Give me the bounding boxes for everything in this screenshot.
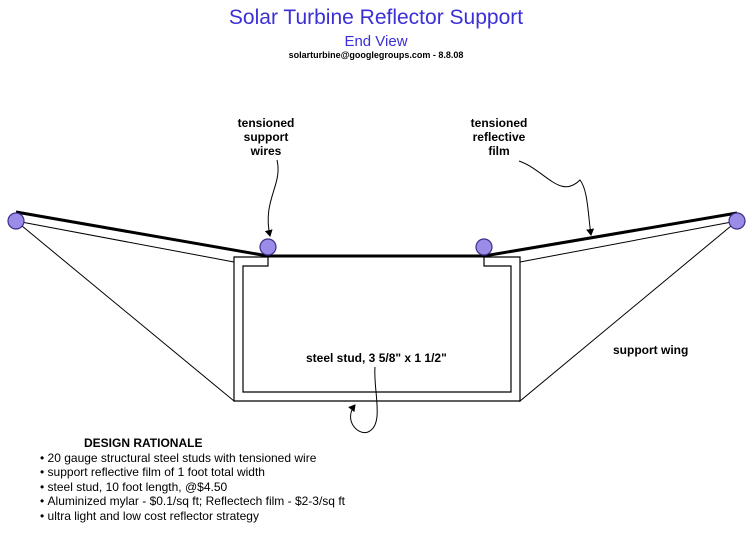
reflective-film-arrow xyxy=(518,160,595,236)
left-wing-top-edge xyxy=(15,220,235,263)
rationale-item: Aluminized mylar - $0.1/sq ft; Reflectec… xyxy=(40,494,345,508)
rationale-title: DESIGN RATIONALE xyxy=(84,436,203,450)
rationale-item: ultra light and low cost reflector strat… xyxy=(40,509,345,523)
support-wing-label: support wing xyxy=(613,343,689,357)
reflective-film-label: tensioned reflective film xyxy=(470,116,528,158)
left-inner-wire xyxy=(259,238,277,256)
support-wires-label: tensioned support wires xyxy=(237,116,295,158)
reflective-film xyxy=(15,210,738,258)
left-outer-wire xyxy=(7,212,25,230)
rationale-item: 20 gauge structural steel studs with ten… xyxy=(40,451,345,465)
steel-stud-outer xyxy=(233,256,521,402)
rationale-item: steel stud, 10 foot length, @$4.50 xyxy=(40,480,345,494)
left-support-wing xyxy=(15,220,235,403)
steel-stud-arrow xyxy=(348,366,378,434)
right-inner-wire xyxy=(475,238,493,256)
support-wires-arrow xyxy=(264,159,279,237)
rationale-list: 20 gauge structural steel studs with ten… xyxy=(40,451,345,523)
right-outer-wire xyxy=(728,212,746,230)
credit-line: solarturbine@googlegroups.com - 8.8.08 xyxy=(288,50,464,60)
diagram-subtitle: End View xyxy=(344,33,408,50)
rationale-item: support reflective film of 1 foot total … xyxy=(40,465,345,479)
steel-stud-label: steel stud, 3 5/8" x 1 1/2" xyxy=(306,351,447,365)
right-wing-top-edge xyxy=(519,220,738,263)
diagram-title: Solar Turbine Reflector Support xyxy=(228,6,524,29)
right-support-wing xyxy=(519,220,738,403)
